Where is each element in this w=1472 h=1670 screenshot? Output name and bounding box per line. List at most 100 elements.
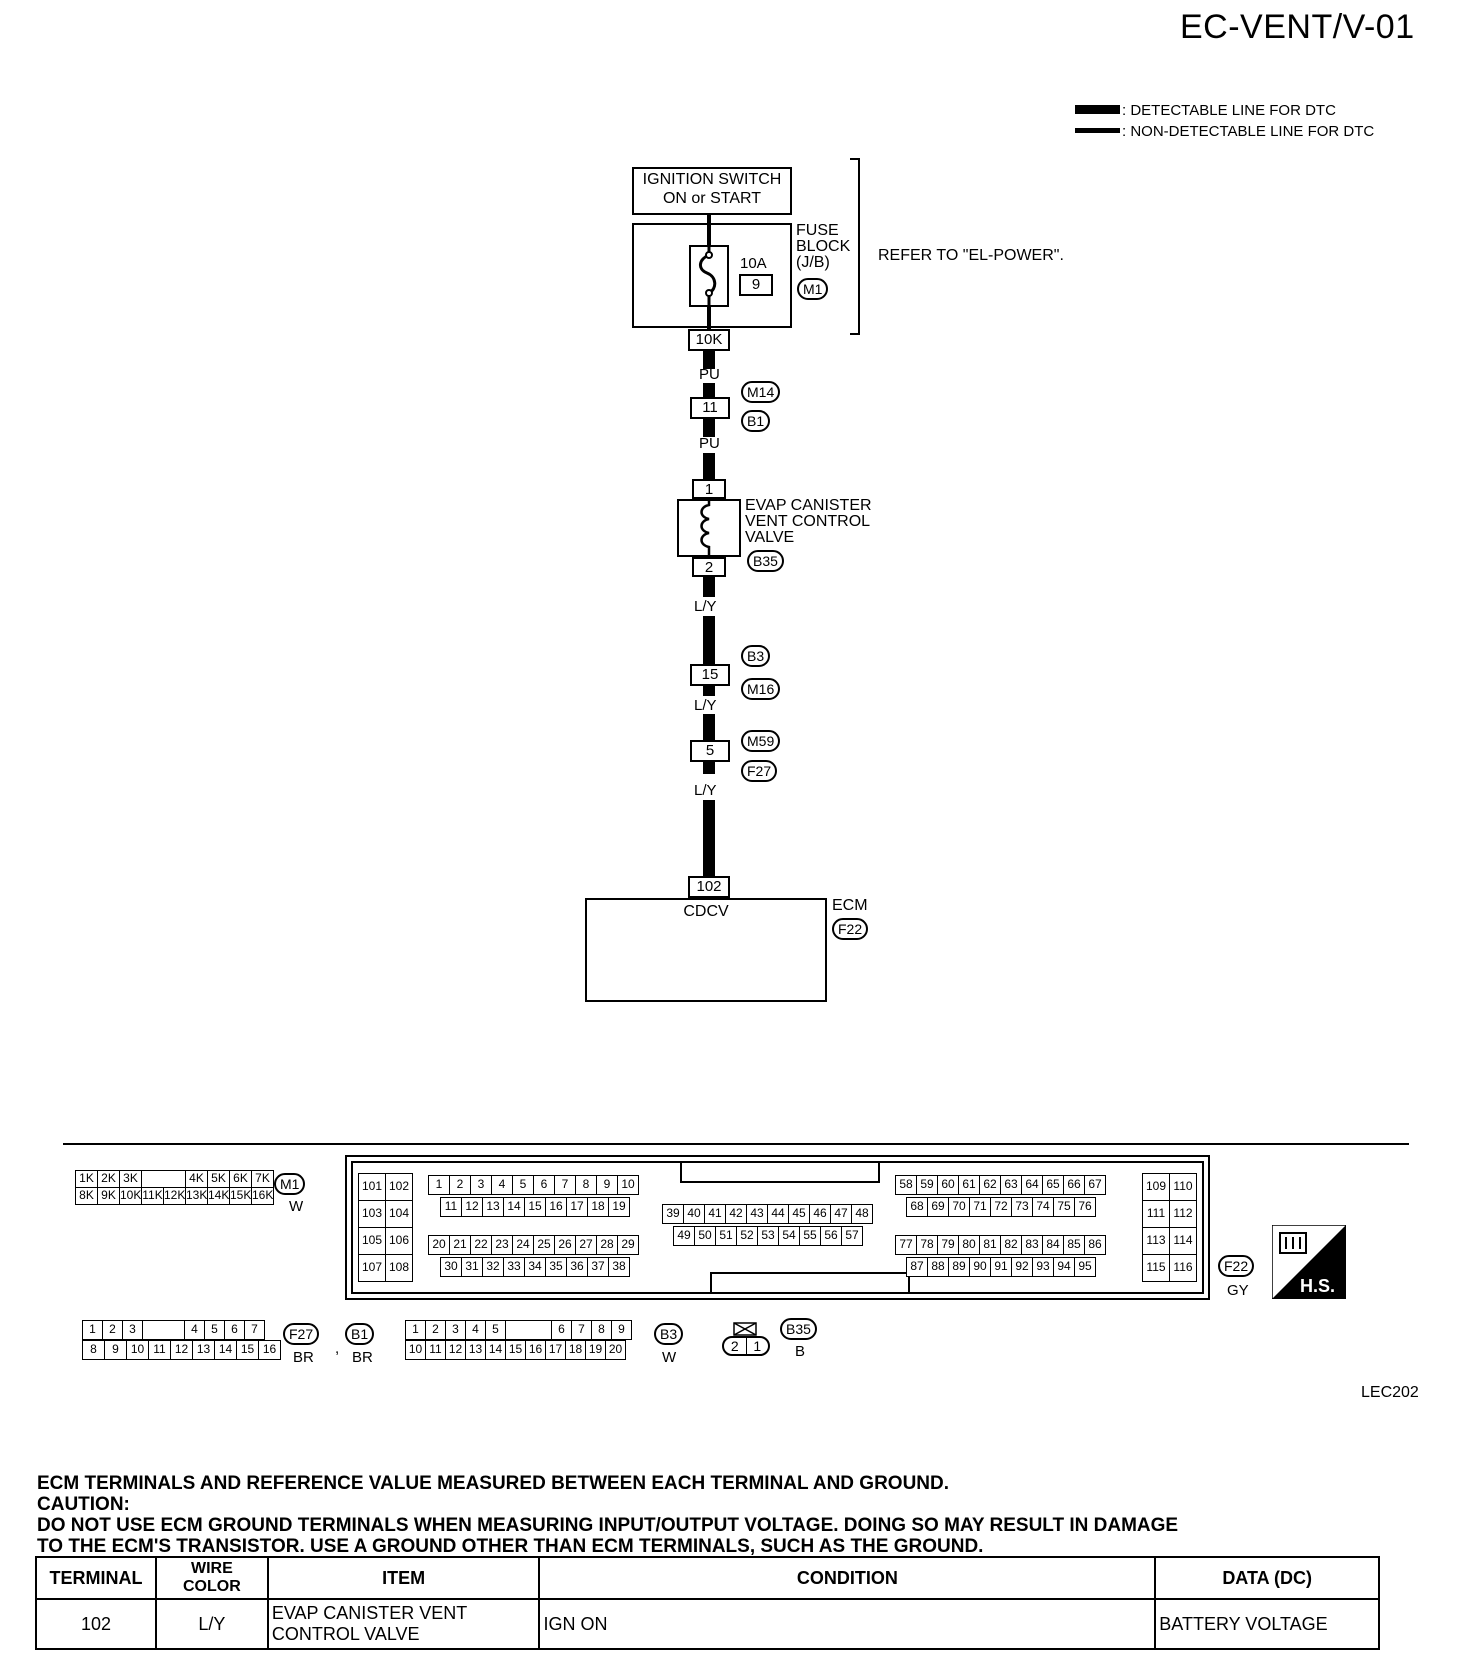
connector-pin: 94 — [1053, 1257, 1075, 1277]
notes-caution: CAUTION: — [37, 1494, 130, 1515]
connector-pin: 48 — [851, 1204, 873, 1224]
connector-pin: 10K — [119, 1187, 142, 1205]
connector-pin: 43 — [746, 1204, 768, 1224]
connector-pin: 10 — [405, 1340, 426, 1360]
connector-pin: 113 — [1142, 1227, 1170, 1255]
valve-label-2: VENT CONTROL — [745, 513, 871, 530]
connector-pin: 25 — [533, 1235, 555, 1255]
connector-pin: 102 — [385, 1173, 413, 1201]
connector-pin: 70 — [948, 1197, 970, 1217]
connector-pin: 17 — [545, 1340, 566, 1360]
connector-pin: 8 — [575, 1175, 597, 1195]
connector-pin: 12 — [461, 1197, 483, 1217]
connector-pin: 12 — [170, 1340, 193, 1360]
connector-pin: 34 — [524, 1257, 546, 1277]
ecm-box — [585, 898, 827, 1002]
connector-pin: 1 — [405, 1320, 426, 1340]
connector-b3-tag: B3 — [654, 1323, 684, 1345]
connector-pin: 6 — [533, 1175, 555, 1195]
connector-b1-tag: B1 — [345, 1323, 375, 1345]
connector-pin: 14 — [503, 1197, 525, 1217]
connector-pin: 35 — [545, 1257, 567, 1277]
table-row: 102 L/Y EVAP CANISTER VENT CONTROL VALVE… — [35, 1598, 1380, 1650]
connector-pin: 103 — [358, 1200, 386, 1228]
connector-pin: 5K — [207, 1170, 230, 1188]
fuse-rating: 10A — [740, 255, 767, 272]
connector-b35-body: 2 1 — [722, 1336, 770, 1356]
connector-pin: 86 — [1084, 1235, 1106, 1255]
valve-tag: B35 — [747, 550, 784, 572]
ecm-label: ECM — [832, 897, 868, 914]
connector-pin: 42 — [725, 1204, 747, 1224]
connector-pin: 6 — [551, 1320, 572, 1340]
connector-pin: 11K — [141, 1187, 164, 1205]
connector-pin: 13K — [185, 1187, 208, 1205]
harness-side-icon — [1272, 1225, 1346, 1299]
connector-pin: 83 — [1021, 1235, 1043, 1255]
connector-pin: 1 — [82, 1320, 103, 1340]
connector-pin: 79 — [937, 1235, 959, 1255]
connector-pin: 11 — [148, 1340, 171, 1360]
connector-pin: 90 — [969, 1257, 991, 1277]
connector-pin: 22 — [470, 1235, 492, 1255]
connector-pin: 8K — [75, 1187, 98, 1205]
harness-side-label: H.S. — [1300, 1276, 1336, 1296]
table-header-item: ITEM — [266, 1556, 541, 1600]
connector-pin: 38 — [608, 1257, 630, 1277]
connector-pin: 7K — [251, 1170, 274, 1188]
connector-pin: 1 — [428, 1175, 450, 1195]
connector-pin: 111 — [1142, 1200, 1170, 1228]
connector-102: 102 — [688, 876, 730, 898]
connector-pin: 3 — [445, 1320, 466, 1340]
connector-pin: 5 — [485, 1320, 506, 1340]
connector-pin: 15 — [236, 1340, 259, 1360]
connector-pin: 85 — [1063, 1235, 1085, 1255]
fuse-block-tag: M1 — [797, 278, 829, 300]
connector-pin: 69 — [927, 1197, 949, 1217]
table-header-condition: CONDITION — [538, 1556, 1157, 1600]
cell-data: BATTERY VOLTAGE — [1154, 1598, 1380, 1650]
connector-pin: 12K — [163, 1187, 186, 1205]
connector-pin: 116 — [1169, 1254, 1197, 1282]
connector-pin: 15K — [229, 1187, 252, 1205]
connector-pin: 11 — [425, 1340, 446, 1360]
connector-pin: 107 — [358, 1254, 386, 1282]
connector-pin — [505, 1320, 552, 1340]
connector-pin: 75 — [1053, 1197, 1075, 1217]
connector-pin: 2 — [102, 1320, 123, 1340]
connector-pin: 30 — [440, 1257, 462, 1277]
connector-pin: 7 — [244, 1320, 265, 1340]
legend-detectable-text: : DETECTABLE LINE FOR DTC — [1122, 102, 1336, 119]
connector-pin: 14 — [214, 1340, 237, 1360]
tag-b1: B1 — [741, 410, 771, 432]
connector-pin: 8 — [591, 1320, 612, 1340]
ecm-tag: F22 — [832, 918, 869, 940]
connector-pin: 66 — [1063, 1175, 1085, 1195]
wire-color-pu-2: PU — [699, 435, 720, 452]
connector-f22-tag: F22 — [1218, 1255, 1255, 1277]
valve-pin-1: 1 — [692, 479, 726, 499]
connector-pin: 4 — [465, 1320, 486, 1340]
connector-pin: 87 — [906, 1257, 928, 1277]
connector-pin: 47 — [830, 1204, 852, 1224]
fuse-number: 9 — [739, 274, 773, 296]
connector-pin: 106 — [385, 1227, 413, 1255]
connector-pin: 7 — [571, 1320, 592, 1340]
connector-pin: 18 — [565, 1340, 586, 1360]
connector-pin: 19 — [585, 1340, 606, 1360]
connector-pin: 33 — [503, 1257, 525, 1277]
fuse-icon — [699, 245, 717, 307]
fuse-block-box — [632, 223, 792, 328]
connector-f22-color: GY — [1227, 1282, 1249, 1299]
connector-pin: 15 — [505, 1340, 526, 1360]
connector-pin: 14K — [207, 1187, 230, 1205]
connector-pin: 49 — [673, 1226, 695, 1246]
connector-pin: 44 — [767, 1204, 789, 1224]
ignition-switch-box — [632, 167, 792, 215]
connector-pin: 51 — [715, 1226, 737, 1246]
connector-pin: 104 — [385, 1200, 413, 1228]
connector-pin: 14 — [485, 1340, 506, 1360]
connector-pin: 18 — [587, 1197, 609, 1217]
connector-pin: 16K — [251, 1187, 274, 1205]
